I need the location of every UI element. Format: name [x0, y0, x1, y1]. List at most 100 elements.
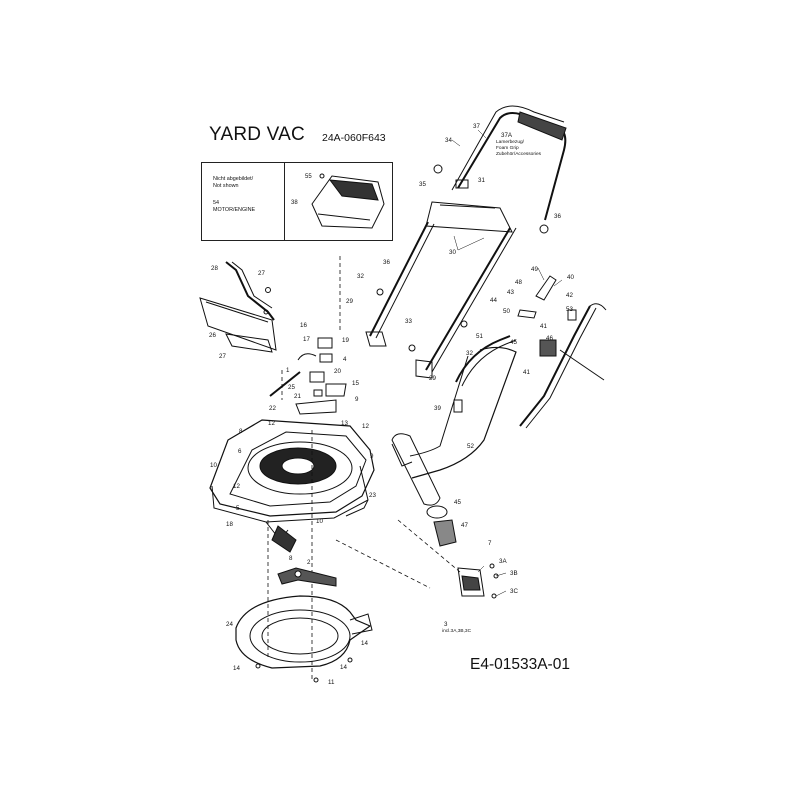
motor-part-label: MOTOR/ENGINE	[213, 207, 256, 213]
callout-2: 2	[307, 559, 311, 566]
hose-tube-51	[453, 335, 517, 413]
impeller	[277, 567, 337, 587]
callout-9-right: 9	[370, 453, 374, 460]
callout-52: 52	[467, 443, 474, 450]
foam-grip-line3: Zubehör/Accessories	[496, 151, 542, 157]
callout-41-lower: 41	[523, 369, 530, 376]
callout-45-upper: 45	[510, 339, 517, 346]
callout-43: 43	[507, 289, 514, 296]
callout-37: 37	[473, 123, 480, 130]
callout-44: 44	[490, 297, 497, 304]
callout-42: 42	[566, 292, 573, 299]
switch-bracket	[269, 337, 347, 415]
assembly-dashes	[267, 256, 461, 680]
callout-3B: 3B	[510, 570, 518, 577]
callout-32-lower: 32	[466, 350, 473, 357]
callout-3: 3	[444, 621, 448, 628]
lower-housing	[235, 595, 373, 683]
callout-14-left: 14	[233, 665, 240, 672]
callout-22: 22	[269, 405, 276, 412]
diagram-title: YARD VAC	[209, 124, 305, 145]
legend-part-38: 38	[291, 200, 298, 206]
callout-3A: 3A	[499, 558, 507, 565]
callout-14-right: 14	[361, 640, 368, 647]
callout-28: 28	[211, 265, 218, 272]
callout-1: 1	[286, 367, 290, 374]
callout-17: 17	[303, 336, 310, 343]
callout-47: 47	[461, 522, 468, 529]
callout-50: 50	[503, 308, 510, 315]
callout-51: 51	[476, 333, 483, 340]
callout-21: 21	[294, 393, 301, 400]
not-shown-label-de: Nicht abgebildet/	[213, 176, 254, 182]
vacuum-hose-52	[391, 346, 517, 506]
callout-6: 6	[238, 448, 242, 455]
callout-7: 7	[488, 540, 492, 547]
callout-12-right: 12	[362, 423, 369, 430]
callout-53: 53	[566, 306, 573, 313]
callout-15: 15	[352, 380, 359, 387]
not-shown-legend-box	[201, 162, 393, 241]
callout-36-left: 36	[383, 259, 390, 266]
callout-4: 4	[343, 356, 347, 363]
foam-grip-line1: Lamerbezug/	[496, 139, 525, 145]
model-number: 24A-060F643	[322, 132, 386, 144]
foam-grip-number: 37A	[501, 132, 513, 139]
callout-33: 33	[405, 318, 412, 325]
callout-11: 11	[328, 679, 335, 686]
callout-25: 25	[288, 384, 295, 391]
callout-35: 35	[419, 181, 426, 188]
callout-9-upper: 9	[355, 396, 359, 403]
callout-19: 19	[342, 337, 349, 344]
legend-divider	[284, 162, 285, 240]
callout-46: 46	[546, 335, 553, 342]
callout-18: 18	[226, 521, 233, 528]
callout-10-center: 10	[316, 518, 323, 525]
callout-34: 34	[445, 137, 452, 144]
callout-12-upper: 12	[268, 420, 275, 427]
callout-3C: 3C	[510, 588, 518, 595]
motor-cover-drawing	[311, 173, 385, 229]
callout-13: 13	[341, 420, 348, 427]
lower-handle-left	[365, 221, 435, 347]
callout-10-left: 10	[210, 462, 217, 469]
callout-24: 24	[226, 621, 233, 628]
callout-32-upper: 32	[357, 273, 364, 280]
lower-handle-right	[415, 227, 517, 379]
callout-8-upper: 8	[239, 428, 243, 435]
callout-49: 49	[531, 266, 538, 273]
callout-27-lower: 27	[219, 353, 226, 360]
callout-8-lower: 8	[289, 555, 293, 562]
callout-16: 16	[300, 322, 307, 329]
handle-knobs	[376, 164, 549, 352]
callout-40: 40	[567, 274, 574, 281]
callout-48: 48	[515, 279, 522, 286]
callout-5: 5	[236, 505, 240, 512]
callout-23: 23	[369, 492, 376, 499]
callout-29-lower: 29	[429, 375, 436, 382]
callout-27-upper: 27	[258, 270, 265, 277]
motor-part-number: 54	[213, 200, 219, 206]
callout-45-lower: 45	[454, 499, 461, 506]
callout-26: 26	[209, 332, 216, 339]
callout-41-upper: 41	[540, 323, 547, 330]
not-shown-label-en: Not shown	[213, 183, 239, 189]
main-housing	[209, 419, 375, 553]
drawing-number: E4-01533A-01	[470, 656, 570, 673]
callout-labels: 34 37 35 31 36 30 36 32 29 33 29 32 49 4…	[209, 123, 574, 686]
bag-frame	[517, 275, 607, 429]
hose-nozzle-parts	[426, 505, 499, 599]
foam-grip-line2: Foam Grip	[496, 145, 519, 151]
upper-handle	[425, 105, 567, 233]
callout-30: 30	[449, 249, 456, 256]
discharge-chute	[199, 261, 277, 353]
callout-36-top: 36	[554, 213, 561, 220]
callout-20: 20	[334, 368, 341, 375]
callout-3-note: incl.3A,3B,3C	[442, 628, 472, 634]
legend-part-55: 55	[305, 174, 312, 180]
leader-lines	[451, 129, 563, 597]
callout-31: 31	[478, 177, 485, 184]
callout-14-bottom: 14	[340, 664, 347, 671]
callout-12-left: 12	[233, 483, 240, 490]
callout-29-upper: 29	[346, 298, 353, 305]
